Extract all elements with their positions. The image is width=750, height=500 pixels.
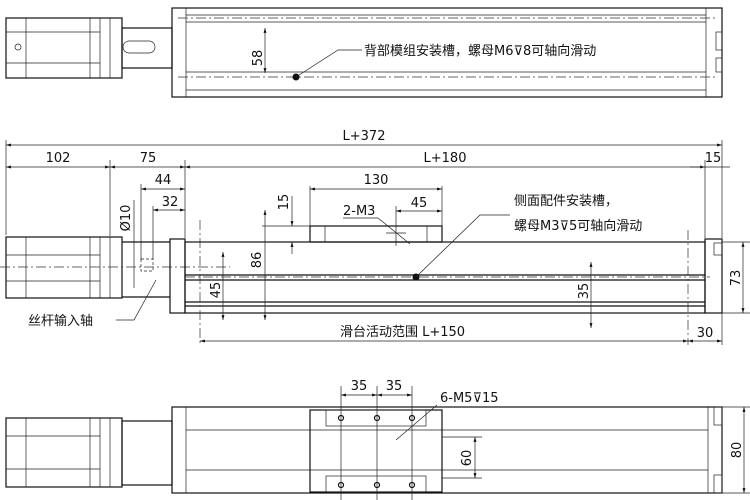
dim-30: 30 <box>697 326 714 341</box>
dim-35a: 35 <box>351 379 368 394</box>
dim-86: 86 <box>250 252 265 269</box>
dim-60: 60 <box>460 450 475 467</box>
dim-75: 75 <box>140 151 157 166</box>
side-slot-note-2: 螺母M3⊽5可轴向滑动 <box>514 218 642 234</box>
dim-32: 32 <box>162 195 179 210</box>
dim-l180: L+180 <box>424 151 467 166</box>
dim-80: 80 <box>730 442 745 459</box>
dim-73: 73 <box>729 270 744 287</box>
top-view: 58 背部模组安装槽，螺母M6⊽8可轴向滑动 <box>5 7 723 98</box>
dim-d10: Ø10 <box>119 205 134 232</box>
travel-range-label: 滑台活动范围 L+150 <box>340 325 465 340</box>
dim-15-left: 15 <box>277 194 292 211</box>
carriage <box>309 225 443 243</box>
input-shaft-label: 丝杆输入轴 <box>28 313 93 329</box>
dim-45-left: 45 <box>209 282 224 299</box>
thread-2m3: 2-M3 <box>343 204 375 219</box>
dim-total: L+372 <box>343 129 386 144</box>
dim-130: 130 <box>364 173 389 188</box>
dim-44: 44 <box>155 173 172 188</box>
side-slot-note-1: 侧面配件安装槽， <box>514 194 618 209</box>
dim-35: 35 <box>577 283 592 300</box>
dim-15-right: 15 <box>705 151 722 166</box>
thread-6m5: 6-M5⊽15 <box>440 391 499 406</box>
motor <box>5 236 123 299</box>
dim-102: 102 <box>46 151 71 166</box>
side-view: L+372 102 75 L+180 15 44 32 Ø10 130 45 2… <box>0 129 750 345</box>
bottom-view: 35 35 6-M5⊽15 60 80 <box>5 379 750 500</box>
dim-58: 58 <box>251 50 266 67</box>
back-slot-note: 背部模组安装槽，螺母M6⊽8可轴向滑动 <box>364 43 596 59</box>
dim-35b: 35 <box>386 379 403 394</box>
dim-45-top: 45 <box>411 196 428 211</box>
bottom-carriage <box>309 409 443 493</box>
